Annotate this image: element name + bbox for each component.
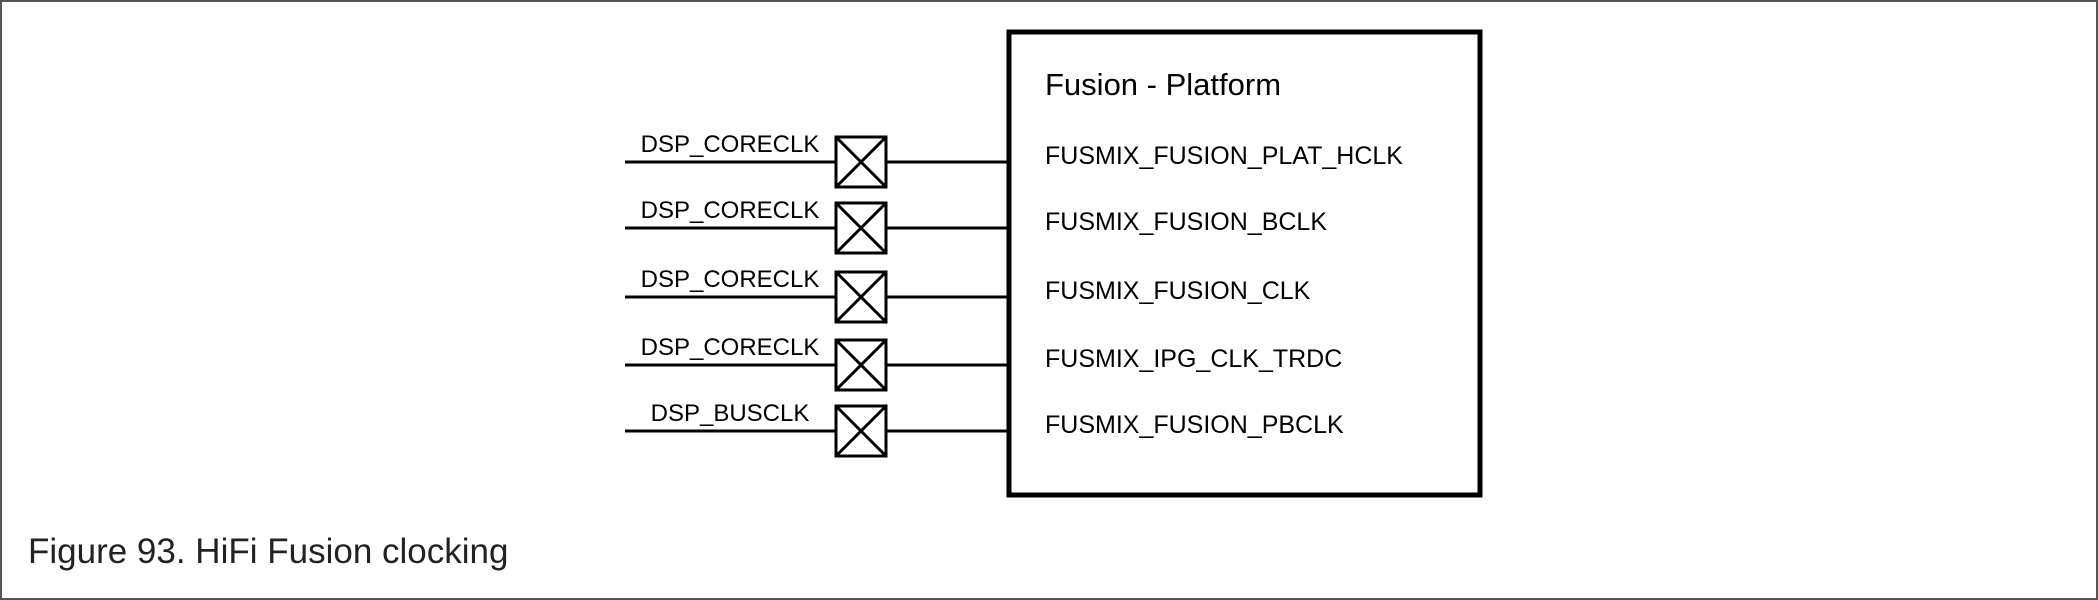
clock-row-1: DSP_CORECLK FUSMIX_FUSION_PLAT_HCLK xyxy=(625,131,1403,189)
clock-row-2: DSP_CORECLK FUSMIX_FUSION_BCLK xyxy=(625,197,1327,255)
clock-row-4: DSP_CORECLK FUSMIX_IPG_CLK_TRDC xyxy=(625,334,1342,392)
target-clock-label: FUSMIX_FUSION_BCLK xyxy=(1045,208,1327,236)
clock-gate-cross xyxy=(834,338,888,392)
source-clock-label: DSP_BUSCLK xyxy=(651,400,810,427)
source-clock-label: DSP_CORECLK xyxy=(641,334,820,361)
clock-gate-cross xyxy=(834,270,888,324)
clock-row-5: DSP_BUSCLK FUSMIX_FUSION_PBCLK xyxy=(625,400,1344,458)
clock-gate-cross xyxy=(834,135,888,189)
clock-gate-cross xyxy=(834,201,888,255)
fusion-platform-box xyxy=(1006,29,1483,498)
clock-gate-cross xyxy=(834,404,888,458)
source-clock-label: DSP_CORECLK xyxy=(641,266,820,293)
platform-title: Fusion - Platform xyxy=(1045,67,1281,102)
figure-caption: Figure 93. HiFi Fusion clocking xyxy=(28,532,509,571)
target-clock-label: FUSMIX_FUSION_PLAT_HCLK xyxy=(1045,142,1403,170)
target-clock-label: FUSMIX_FUSION_PBCLK xyxy=(1045,411,1344,439)
clock-row-3: DSP_CORECLK FUSMIX_FUSION_CLK xyxy=(625,266,1311,324)
source-clock-label: DSP_CORECLK xyxy=(641,197,820,224)
target-clock-label: FUSMIX_IPG_CLK_TRDC xyxy=(1045,345,1342,373)
source-clock-label: DSP_CORECLK xyxy=(641,131,820,158)
target-clock-label: FUSMIX_FUSION_CLK xyxy=(1045,277,1311,305)
